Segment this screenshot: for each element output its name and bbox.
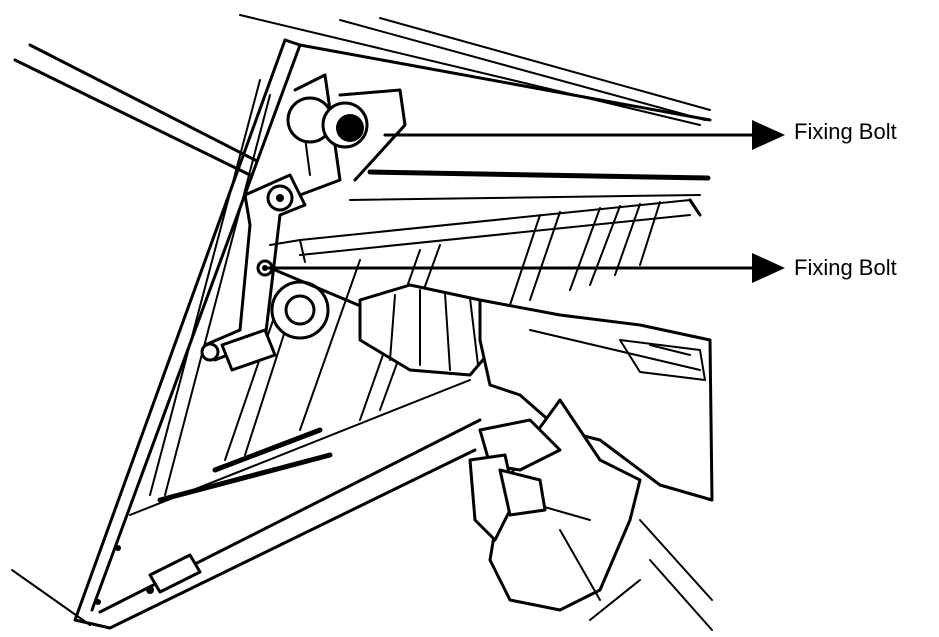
bottom-roller xyxy=(95,545,202,605)
callout-arrow-top xyxy=(383,120,785,150)
callout-arrow-bottom xyxy=(266,253,785,283)
fixing-bolt-label-top: Fixing Bolt xyxy=(794,119,897,144)
power-drill-illustration xyxy=(273,268,714,631)
hinge-bracket xyxy=(200,73,407,372)
inner-rack xyxy=(224,201,661,461)
background-rails xyxy=(11,14,711,626)
fixing-bolt-label-bottom: Fixing Bolt xyxy=(794,255,897,280)
